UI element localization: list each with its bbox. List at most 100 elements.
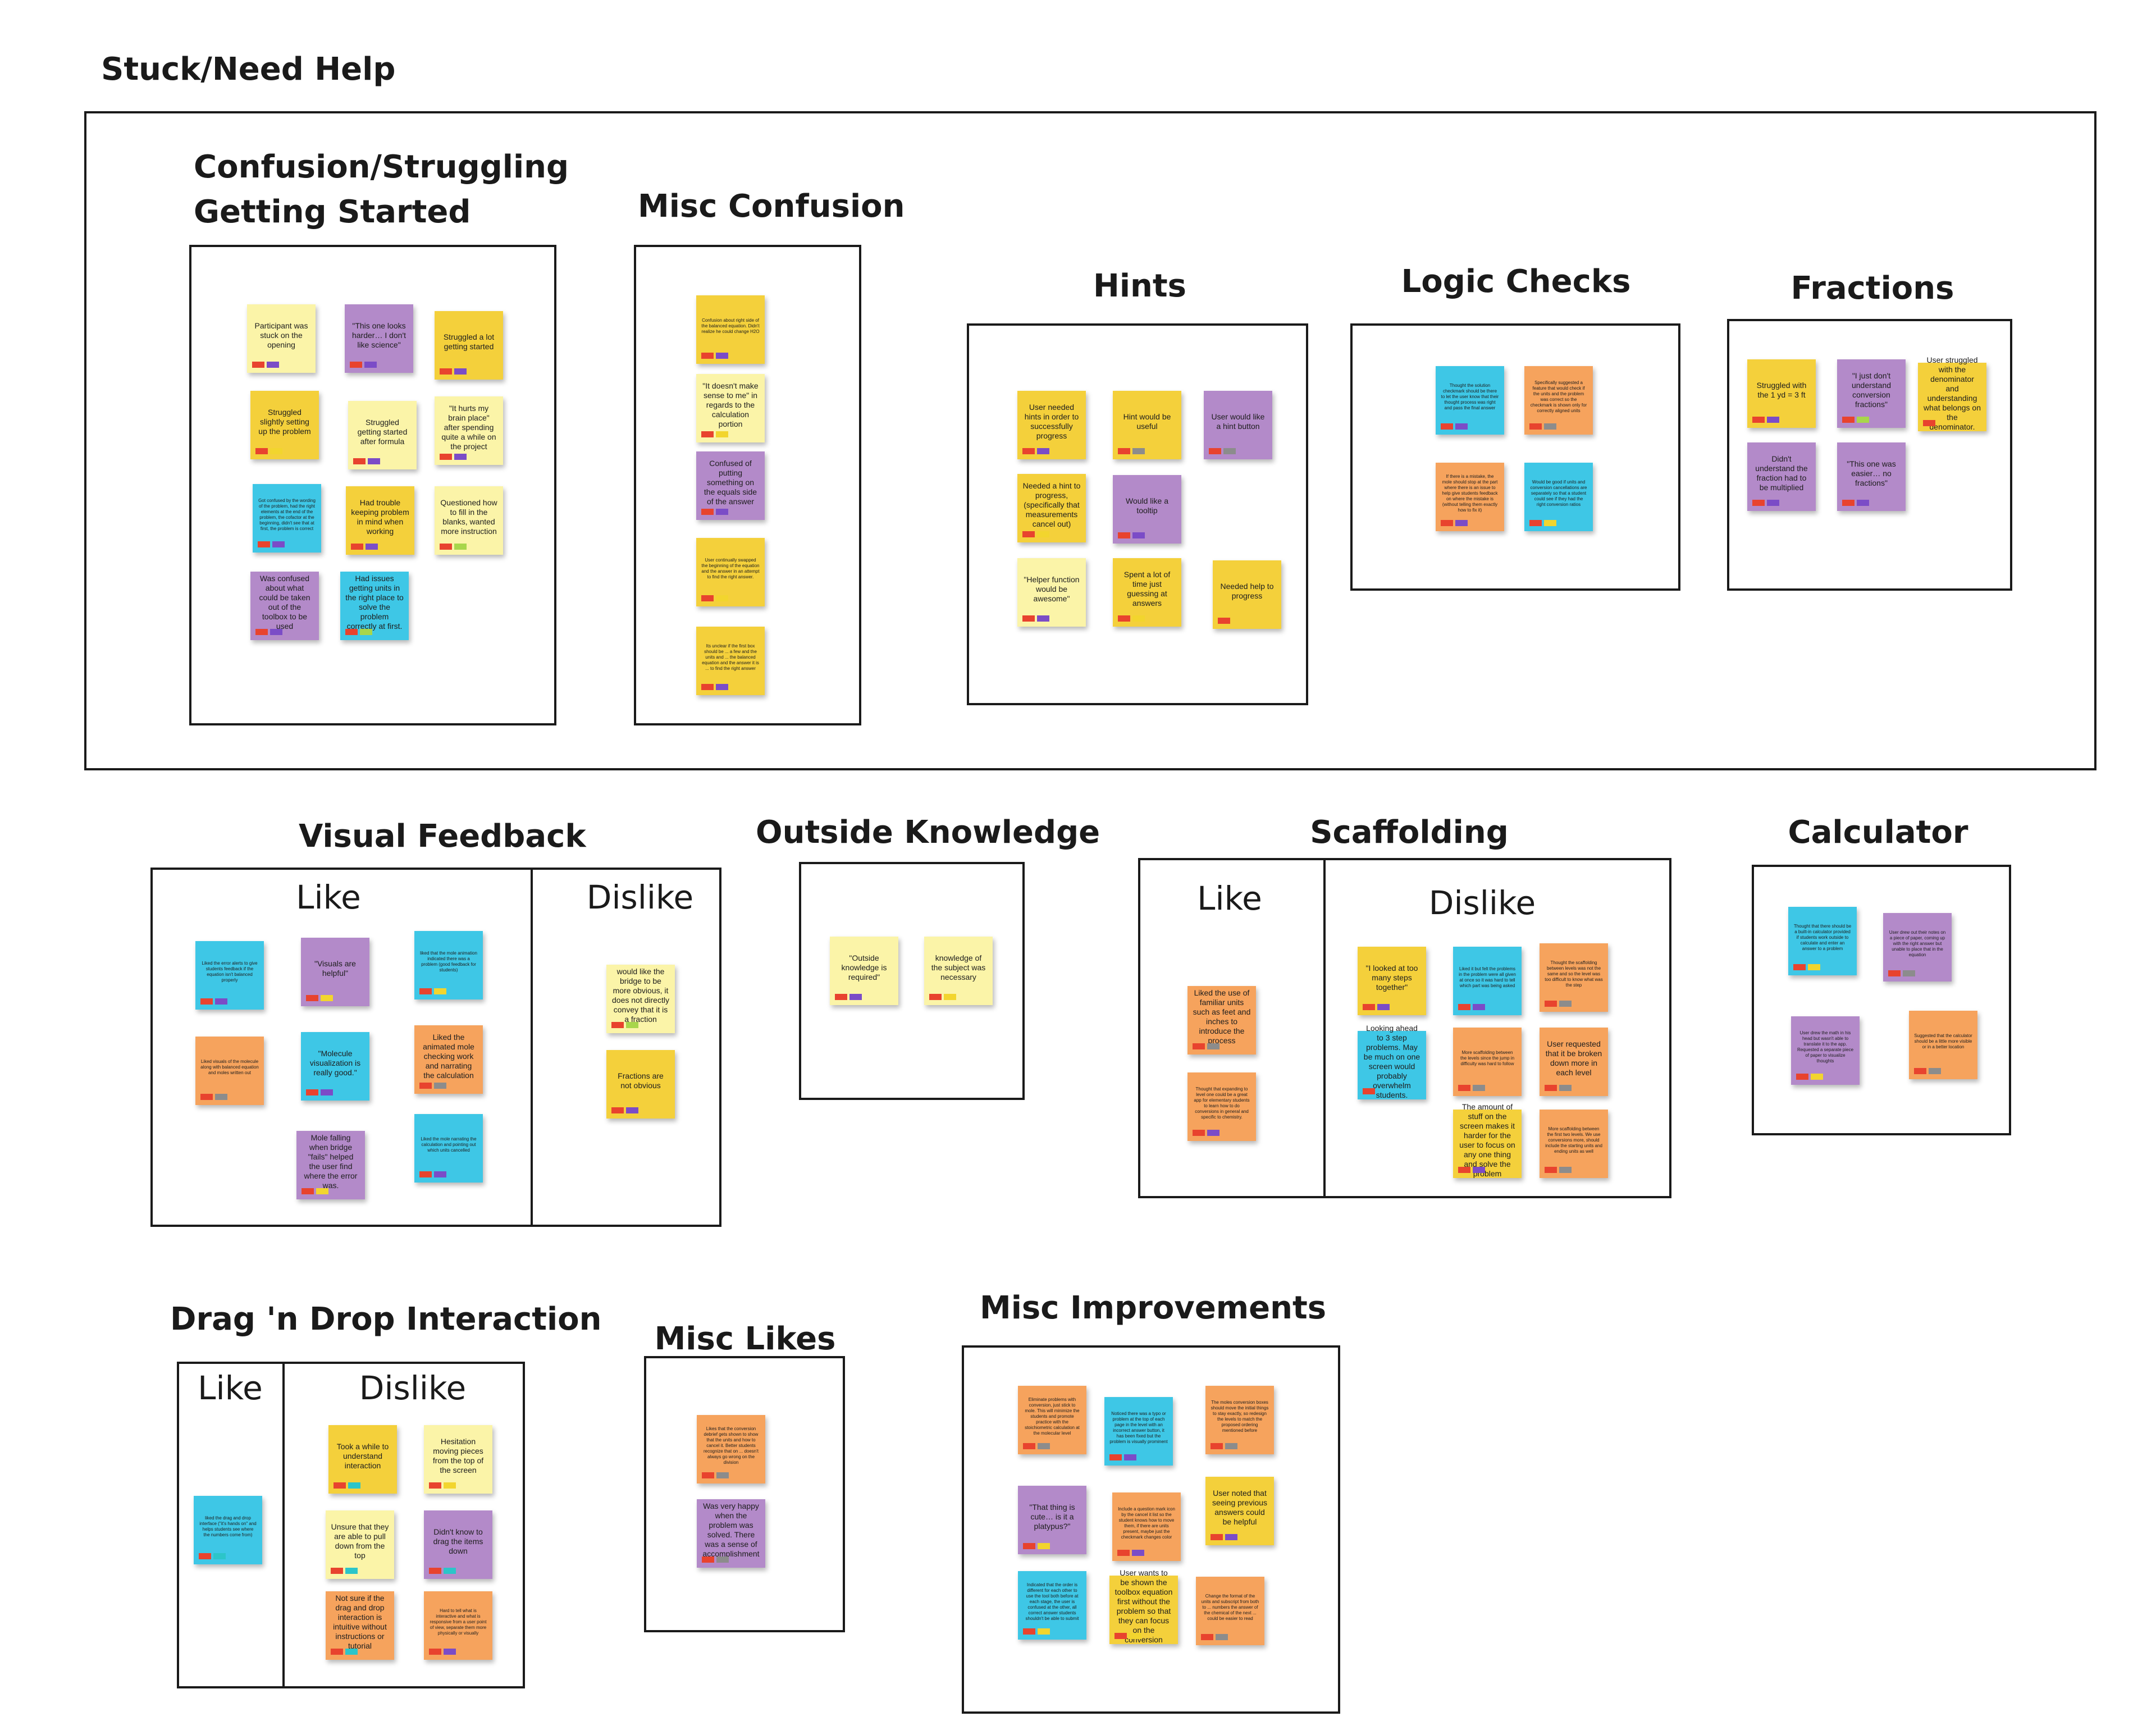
sticky-note[interactable]: The amount of stuff on the screen makes … (1453, 1102, 1522, 1178)
sticky-note[interactable]: User requested that it be broken down mo… (1540, 1028, 1608, 1096)
sticky-note[interactable]: Thought the solution checkmark should be… (1436, 366, 1504, 435)
sticky-note[interactable]: "It doesn't make sense to me" in regards… (696, 374, 765, 442)
sticky-note-text: Noticed there was a typo or problem at t… (1109, 1411, 1168, 1444)
sticky-note[interactable]: Struggled with the 1 yd = 3 ft (1747, 359, 1816, 428)
sticky-note[interactable]: User would like a hint button (1204, 391, 1272, 459)
sticky-note[interactable]: If there is a mistake, the mole should s… (1436, 463, 1504, 531)
sticky-note[interactable]: Struggled a lot getting started (435, 311, 503, 380)
sticky-note[interactable]: Participant was stuck on the opening (247, 304, 316, 373)
sticky-note[interactable]: Change the format of the units and subsc… (1196, 1577, 1264, 1645)
sticky-note[interactable]: Unsure that they are able to pull down f… (326, 1510, 394, 1579)
sticky-note[interactable]: Was very happy when the problem was solv… (697, 1499, 765, 1568)
sticky-note-text: More scaffolding between the first two l… (1545, 1126, 1602, 1154)
sticky-note[interactable]: Didn't understand the fraction had to be… (1747, 442, 1816, 511)
sticky-note-tags (1118, 448, 1145, 454)
note-tag-purple (454, 454, 467, 460)
sticky-note[interactable]: Spent a lot of time just guessing at ans… (1113, 558, 1181, 627)
sticky-note[interactable]: The moles conversion boxes should move t… (1205, 1386, 1274, 1454)
sticky-note-tags (258, 541, 285, 547)
sticky-note[interactable]: Liked the mole narrating the calculation… (414, 1114, 483, 1183)
note-tag-purple (1767, 500, 1779, 506)
sticky-note[interactable]: Fractions are not obvious (606, 1050, 675, 1119)
sticky-note[interactable]: Thought that there should be a built-in … (1788, 907, 1857, 975)
sticky-note[interactable]: Confused of putting something on the equ… (696, 451, 765, 520)
sticky-note[interactable]: Confusion about right side of the balanc… (696, 295, 765, 364)
sticky-note[interactable]: Got confused by the wording of the probl… (253, 484, 321, 553)
sticky-note[interactable]: Struggled getting started after formula (348, 401, 417, 469)
sticky-note[interactable]: Had trouble keeping problem in mind when… (346, 486, 414, 555)
sticky-note[interactable]: Hesitation moving pieces from the top of… (424, 1425, 492, 1494)
sticky-note[interactable]: User needed hints in order to successful… (1017, 391, 1086, 459)
sticky-note[interactable]: Took a while to understand interaction (328, 1425, 397, 1494)
sticky-note[interactable]: "Helper function would be awesome" (1017, 558, 1086, 627)
sticky-note[interactable]: "It hurts my brain place" after spending… (435, 396, 503, 465)
sticky-note[interactable]: "Outside knowledge is required" (830, 937, 898, 1005)
sticky-note-text: Thought the solution checkmark should be… (1441, 383, 1499, 410)
sticky-note[interactable]: Would be good if units and conversion ca… (1524, 463, 1593, 531)
sticky-note[interactable]: "This one was easier… no fractions" (1837, 442, 1906, 511)
sticky-note[interactable]: User continually swapped the beginning o… (696, 538, 765, 606)
sticky-note-text: "That thing is cute… is it a platypus?" (1029, 1502, 1075, 1531)
sticky-note[interactable]: Looking ahead to 3 step problems. May be… (1358, 1024, 1426, 1099)
sticky-note[interactable]: Had issues getting units in the right pl… (340, 572, 409, 640)
sticky-note[interactable]: Liked the error alerts to give students … (195, 941, 264, 1010)
sticky-note[interactable]: Not sure if the drag and drop interactio… (326, 1591, 394, 1660)
sticky-note[interactable]: More scaffolding between the levels sinc… (1453, 1028, 1522, 1096)
sticky-note[interactable]: User wants to be shown the toolbox equat… (1109, 1568, 1178, 1644)
sticky-note[interactable]: "This one looks harder… I don't like sci… (345, 304, 413, 373)
note-tag-gray (1544, 423, 1556, 430)
sticky-note[interactable]: Didn't know to drag the items down (424, 1510, 492, 1579)
sticky-note[interactable]: Hint would be useful (1113, 391, 1181, 459)
sticky-note[interactable]: Needed help to progress (1213, 560, 1281, 629)
note-tag-red (835, 994, 847, 1000)
sticky-note[interactable]: "That thing is cute… is it a platypus?" (1018, 1486, 1086, 1554)
note-tag-teal (345, 1649, 358, 1655)
sticky-note[interactable]: Specifically suggested a feature that wo… (1524, 366, 1593, 435)
sticky-note[interactable]: "Molecule visualization is really good." (301, 1032, 369, 1101)
section-title-outside-knowledge: Outside Knowledge (756, 814, 1100, 851)
note-tag-yellow (1129, 1633, 1141, 1639)
sticky-note[interactable]: Liked the use of familiar units such as … (1187, 986, 1256, 1055)
note-tag-purple (364, 362, 377, 368)
sticky-note[interactable]: Liked it but felt the problems in the pr… (1453, 947, 1522, 1015)
sticky-note[interactable]: "I looked at too many steps together" (1358, 947, 1426, 1015)
sticky-note[interactable]: Would like a tooltip (1113, 475, 1181, 544)
sticky-note[interactable]: Mole falling when bridge "fails" helped … (296, 1131, 365, 1199)
sticky-note[interactable]: Thought the scaffolding between levels w… (1540, 943, 1608, 1012)
sticky-note[interactable]: User drew out their notes on a piece of … (1883, 913, 1952, 982)
sticky-note[interactable]: User drew the math in his head but wasn'… (1791, 1016, 1860, 1085)
note-tag-gray (1216, 1634, 1228, 1640)
sticky-note[interactable]: Noticed there was a typo or problem at t… (1104, 1397, 1173, 1466)
sticky-note[interactable]: More scaffolding between the first two l… (1540, 1110, 1608, 1178)
sticky-note[interactable]: knowledge of the subject was necessary (924, 937, 993, 1005)
sticky-note-tags (1201, 1634, 1228, 1640)
sticky-note[interactable]: Include a question mark icon by the canc… (1112, 1492, 1181, 1561)
sticky-note[interactable]: Its unclear if the first box should be .… (696, 627, 765, 695)
sticky-note-text: Hesitation moving pieces from the top of… (432, 1437, 484, 1475)
sticky-note[interactable]: Was confused about what could be taken o… (250, 572, 319, 640)
sticky-note[interactable]: Indicated that the order is different fo… (1018, 1571, 1086, 1640)
sticky-note[interactable]: Needed a hint to progress, (specifically… (1017, 474, 1086, 542)
sticky-note[interactable]: Struggled slightly setting up the proble… (250, 391, 319, 459)
sticky-note[interactable]: Eliminate problems with conversion, just… (1018, 1386, 1086, 1454)
sticky-note-tags (835, 994, 862, 1000)
note-tag-red (1023, 1443, 1035, 1449)
sticky-note[interactable]: liked the drag and drop interface ("it's… (194, 1496, 262, 1564)
sticky-note[interactable]: Likes that the conversion debrief gets s… (697, 1415, 765, 1483)
sticky-note-tags (1211, 1443, 1237, 1449)
sticky-note[interactable]: Suggested that the calculator should be … (1909, 1011, 1977, 1079)
sticky-note[interactable]: would like the bridge to be more obvious… (606, 965, 675, 1033)
sticky-note[interactable]: Liked the animated mole checking work an… (414, 1025, 483, 1094)
sticky-note[interactable]: Thought that expanding to level one coul… (1187, 1072, 1256, 1141)
note-tag-red (1117, 1550, 1130, 1556)
sticky-note[interactable]: Hard to tell what is interactive and wha… (424, 1591, 492, 1660)
sticky-note[interactable]: Questioned how to fill in the blanks, wa… (435, 486, 503, 555)
sticky-note[interactable]: User noted that seeing previous answers … (1205, 1477, 1274, 1545)
sticky-note[interactable]: Liked visuals of the molecule along with… (195, 1037, 264, 1105)
sticky-note[interactable]: "I just don't understand conversion frac… (1837, 359, 1906, 428)
sticky-note[interactable]: User struggled with the denominator and … (1918, 355, 1986, 431)
note-tag-red (440, 454, 452, 460)
sticky-note[interactable]: liked that the mole animation indicated … (414, 931, 483, 999)
note-tag-red (429, 1482, 441, 1489)
sticky-note[interactable]: "Visuals are helpful" (301, 938, 369, 1006)
